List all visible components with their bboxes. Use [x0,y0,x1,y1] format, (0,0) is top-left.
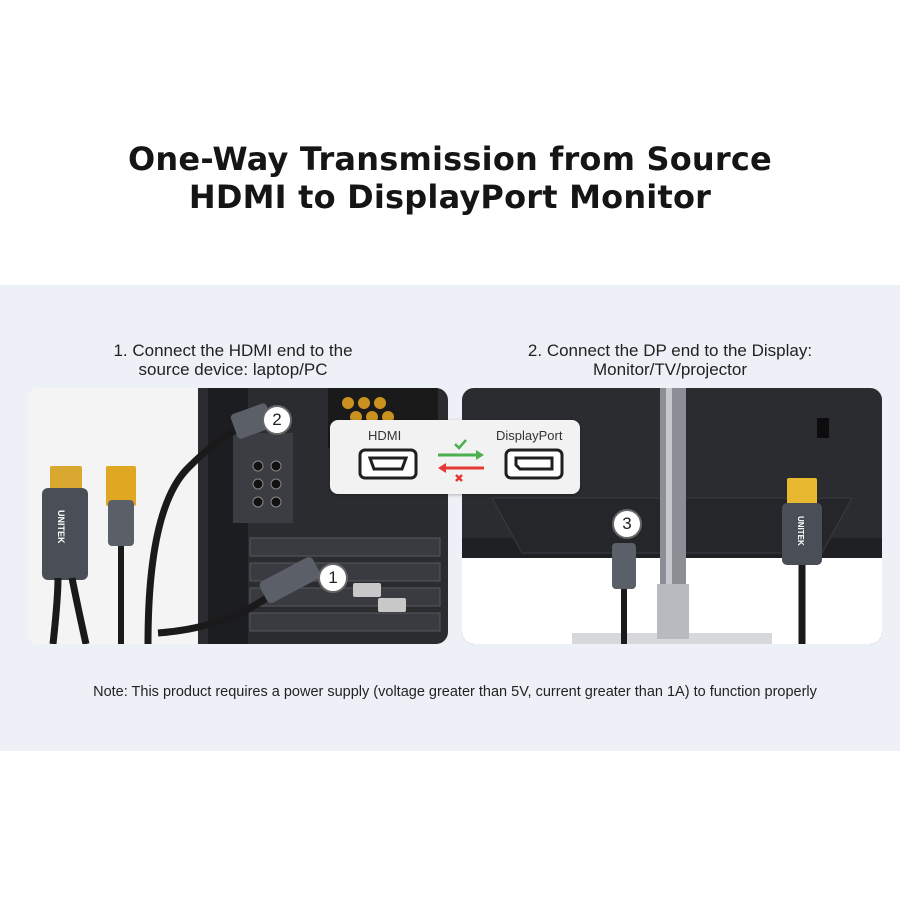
cross-icon [455,474,463,482]
check-icon [454,439,467,450]
power-note: Note: This product requires a power supp… [93,684,817,700]
step-2-line-2: Monitor/TV/projector [593,360,747,379]
step-1-line-2: source device: laptop/PC [138,360,328,379]
hdmi-label: HDMI [368,428,402,443]
monitor-stand [660,388,686,584]
page-title: One-Way Transmission from Source HDMI to… [0,140,900,216]
step-1-line-1: 1. Connect the HDMI end to the [113,341,353,360]
title-line-1: One-Way Transmission from Source [128,140,772,178]
usb-plug [106,466,136,506]
displayport-label: DisplayPort [496,428,563,443]
brand-mark: UNITEK [56,510,66,544]
step-2-caption: 2. Connect the DP end to the Display: Mo… [470,341,870,379]
brand-mark-dp: UNITEK [796,516,805,546]
dp-adapter-housing [782,503,822,565]
title-line-2: HDMI to DisplayPort Monitor [188,178,712,216]
dp-plug [787,478,817,510]
marker-1: 1 [318,563,348,593]
direction-callout: HDMI DisplayPort [330,420,580,494]
step-2-line-1: 2. Connect the DP end to the Display: [527,341,813,360]
step-1-caption: 1. Connect the HDMI end to the source de… [33,341,433,379]
hdmi-port-icon [358,448,418,480]
marker-2: 2 [262,405,292,435]
displayport-port-icon [504,448,564,480]
adapter-housing [42,488,88,580]
callout-graphics [358,439,564,482]
marker-3: 3 [612,509,642,539]
